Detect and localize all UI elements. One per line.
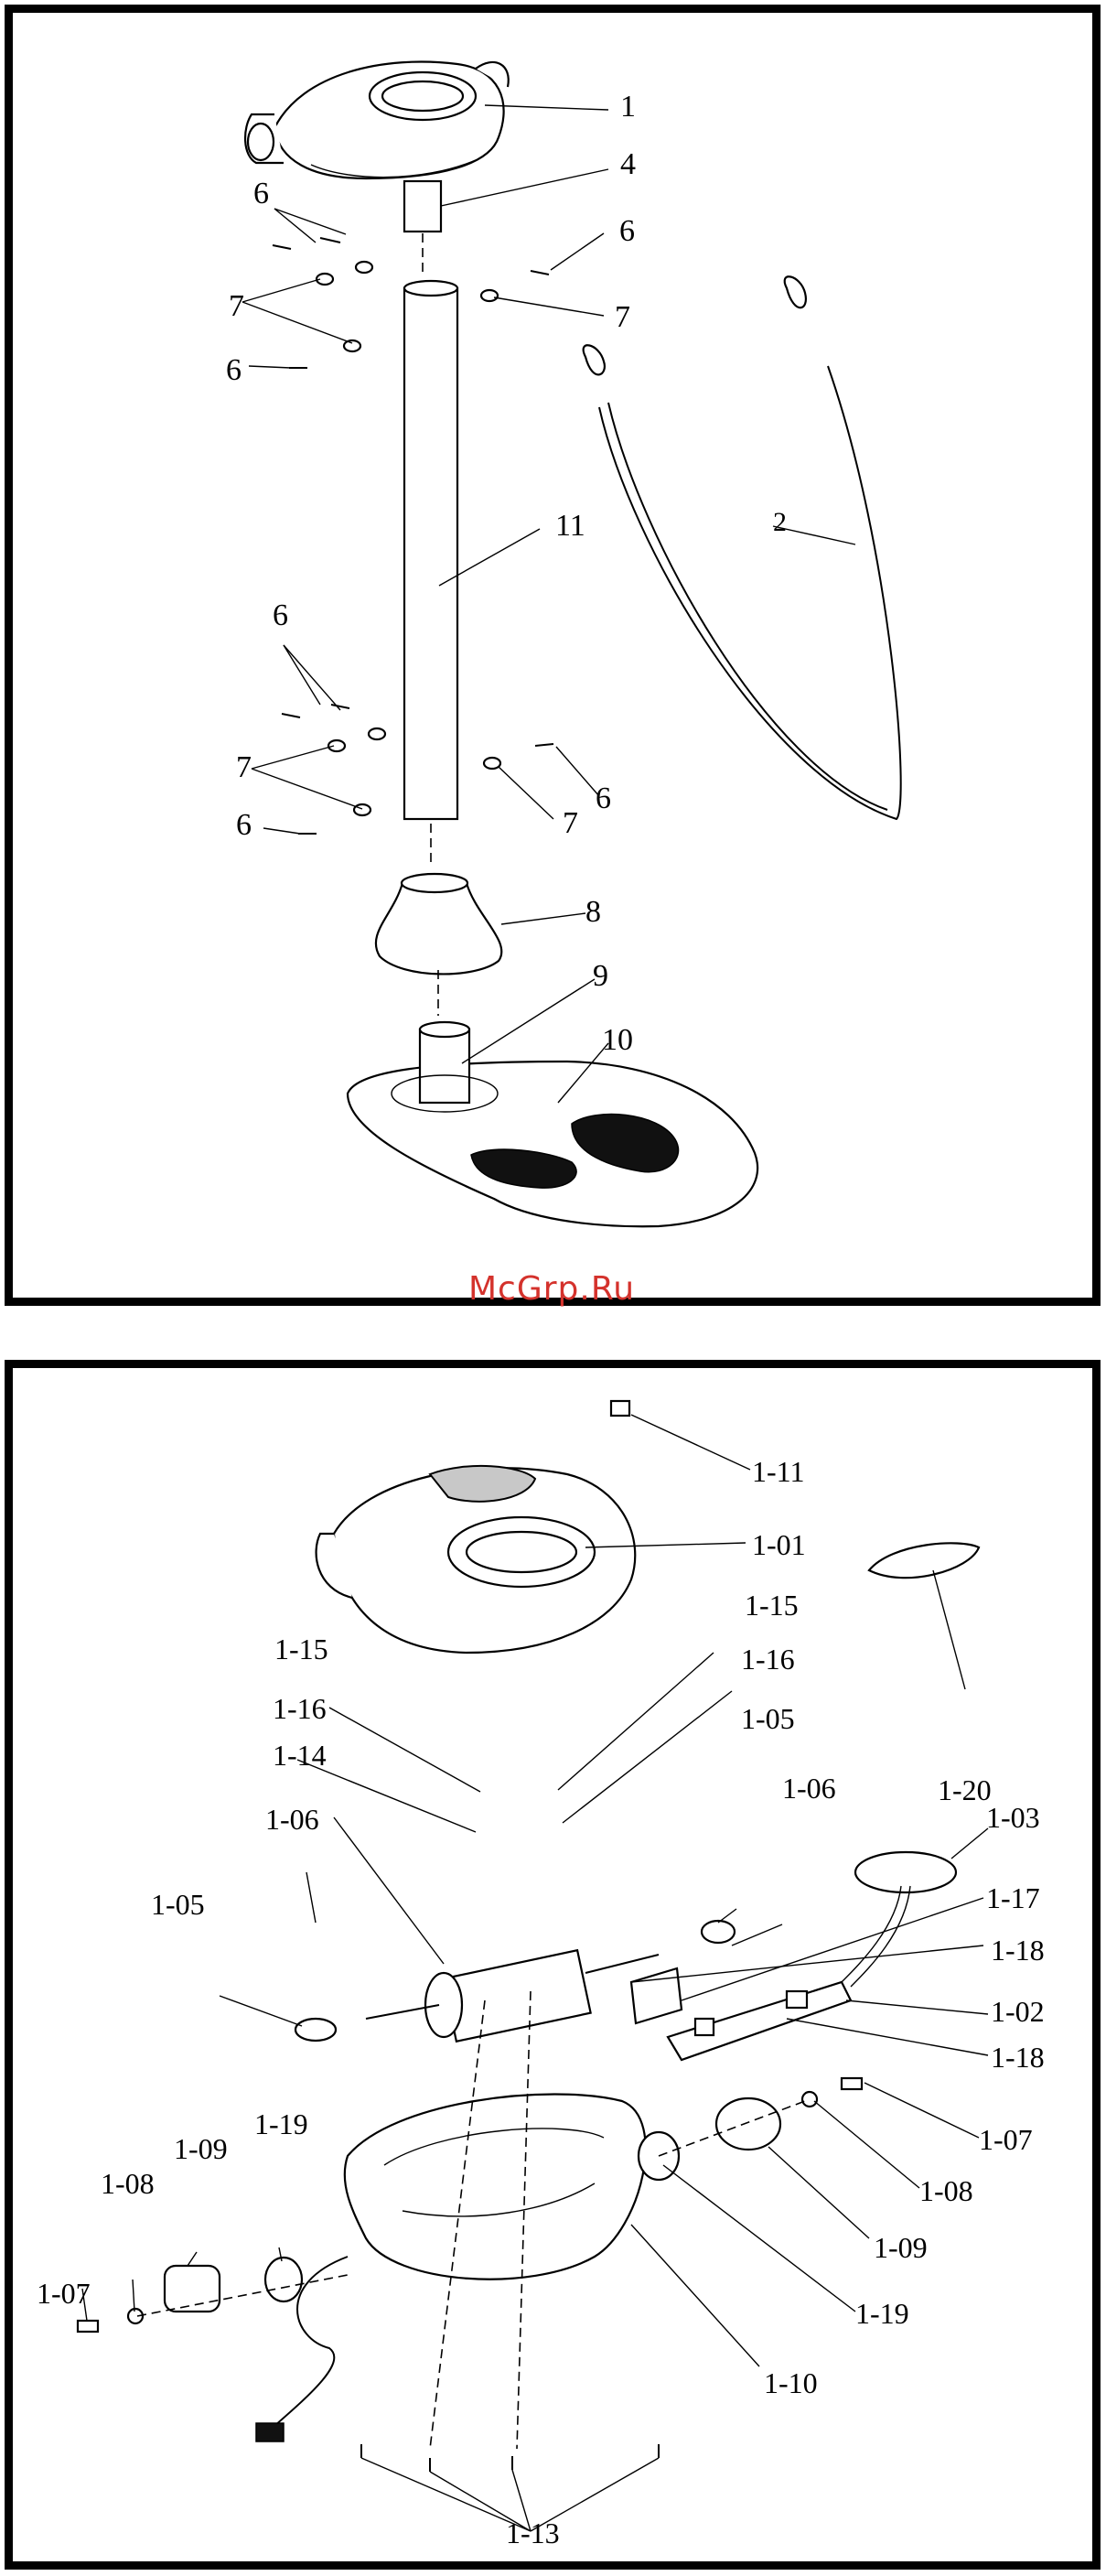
label-part-8: 8 [585, 897, 601, 928]
label-part-11: 11 [555, 511, 585, 542]
label-part-2: 2 [773, 509, 787, 536]
label-part-9: 9 [593, 961, 608, 992]
foot-base-plate [348, 1022, 757, 1226]
label-part-1-18a: 1-18 [991, 1935, 1045, 1965]
label-part-1-14: 1-14 [273, 1741, 327, 1770]
head-stem [404, 181, 441, 232]
massager-head [245, 62, 509, 178]
label-part-1-07a: 1-07 [37, 2279, 91, 2308]
panel-insert [869, 1543, 979, 1578]
label-part-1-16b: 1-16 [741, 1644, 795, 1674]
label-part-7c: 7 [236, 752, 252, 783]
label-part-1-20: 1-20 [938, 1775, 992, 1805]
label-part-1-05b: 1-05 [741, 1704, 795, 1733]
label-part-1-11: 1-11 [752, 1457, 804, 1486]
label-part-1-17: 1-17 [986, 1883, 1040, 1913]
label-part-7d: 7 [563, 808, 578, 839]
head-exploded-drawing [0, 1360, 1106, 2570]
main-tube [404, 281, 457, 819]
stand-assembly-drawing [0, 0, 1106, 1309]
leader-lines [242, 105, 855, 1103]
label-part-1-13: 1-13 [506, 2518, 560, 2548]
board-bracket [631, 1968, 682, 2023]
label-part-1-15b: 1-15 [745, 1590, 799, 1620]
label-part-1-06b: 1-06 [782, 1773, 836, 1803]
right-roller-assembly [639, 2078, 862, 2180]
label-part-1-01: 1-01 [752, 1530, 806, 1559]
label-part-6a: 6 [253, 178, 269, 210]
label-part-1-16a: 1-16 [273, 1694, 327, 1723]
label-part-1-03: 1-03 [986, 1803, 1040, 1832]
label-part-1: 1 [620, 92, 636, 123]
head-cover [317, 1401, 636, 1653]
base-collar [376, 874, 501, 974]
control-connector [842, 1852, 956, 1987]
label-part-1-09b: 1-09 [874, 2233, 928, 2262]
label-part-10: 10 [602, 1025, 633, 1056]
label-part-6c: 6 [226, 355, 242, 386]
watermark: McGrp.Ru [468, 1270, 635, 1308]
label-part-4: 4 [620, 149, 636, 180]
label-part-6b: 6 [619, 216, 635, 247]
label-part-1-18b: 1-18 [991, 2042, 1045, 2072]
label-part-1-07b: 1-07 [979, 2125, 1033, 2154]
label-part-6d: 6 [273, 600, 288, 631]
control-board [668, 1982, 851, 2060]
base-housing [345, 2095, 646, 2280]
label-part-7a: 7 [229, 291, 244, 322]
label-part-1-06a: 1-06 [265, 1805, 319, 1834]
base-screws [361, 2444, 659, 2472]
label-part-1-10: 1-10 [764, 2368, 818, 2398]
label-part-7b: 7 [615, 302, 630, 333]
label-part-1-19a: 1-19 [254, 2109, 308, 2139]
label-part-1-08b: 1-08 [919, 2176, 973, 2205]
label-part-1-08a: 1-08 [101, 2169, 155, 2198]
left-roller-assembly [78, 2258, 302, 2332]
label-part-1-09a: 1-09 [174, 2134, 228, 2163]
label-part-1-02: 1-02 [991, 1997, 1045, 2026]
label-part-1-15a: 1-15 [274, 1634, 328, 1664]
label-part-6e: 6 [596, 783, 611, 814]
label-part-1-19b: 1-19 [855, 2299, 909, 2328]
label-part-6f: 6 [236, 810, 252, 841]
label-part-1-05a: 1-05 [151, 1890, 205, 1919]
carry-strap [584, 276, 901, 819]
